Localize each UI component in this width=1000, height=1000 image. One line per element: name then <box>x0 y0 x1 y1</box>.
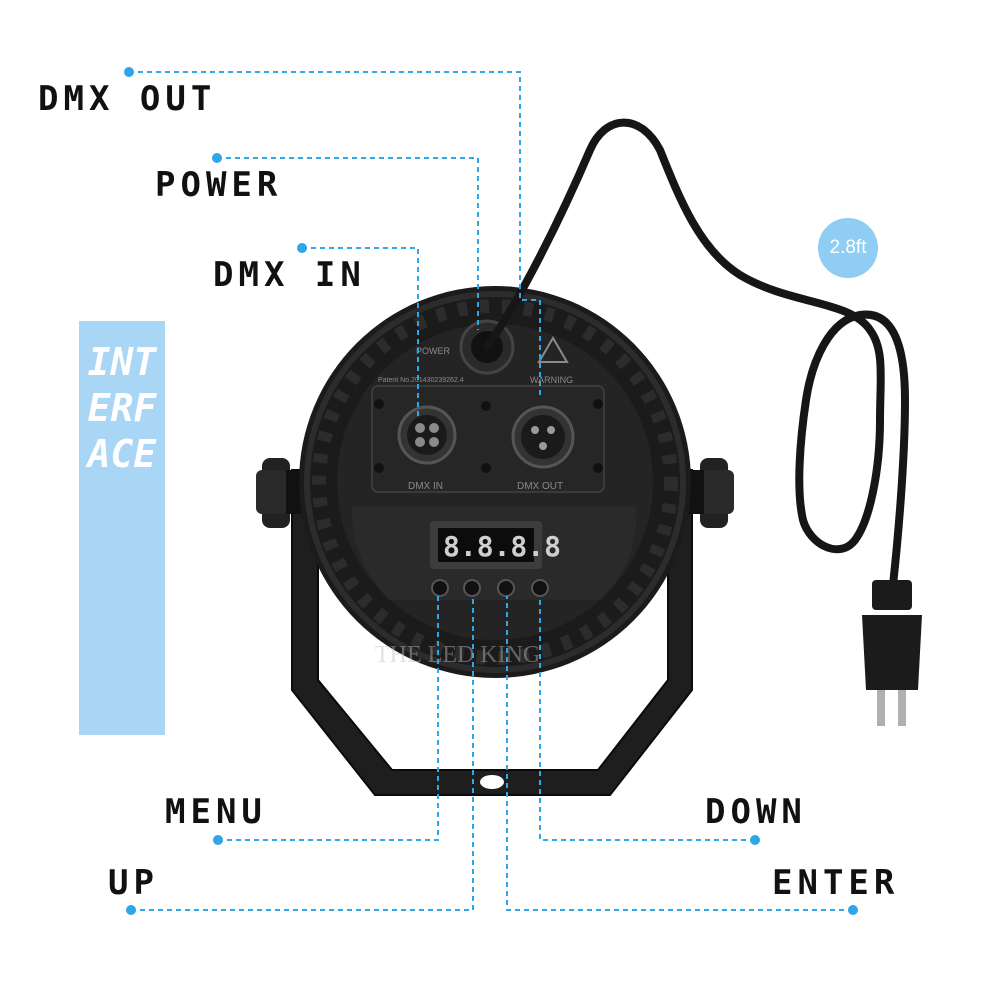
dmx-out-socket: DMX OUT <box>511 405 575 492</box>
label-dmx-in: DMX IN <box>213 255 366 295</box>
up-leader <box>131 596 474 911</box>
left-knob <box>256 458 306 528</box>
leader-dots <box>124 67 858 915</box>
dmx-in-mark: DMX IN <box>408 481 443 492</box>
label-menu: MENU <box>165 792 267 832</box>
enter-key <box>497 579 515 597</box>
warning-mark: WARNING <box>530 375 573 385</box>
dmx-in-leader <box>302 247 419 420</box>
control-panel: 8.8.8.8 THE LED KING <box>351 506 637 668</box>
menu-key <box>431 579 449 597</box>
label-power: POWER <box>155 165 283 205</box>
label-enter: ENTER <box>772 863 900 903</box>
power-plug <box>862 580 922 726</box>
enter-leader <box>506 596 853 911</box>
right-knob <box>684 458 734 528</box>
dmx-out-mark: DMX OUT <box>517 481 563 492</box>
power-leader <box>217 157 479 330</box>
leader-lines <box>129 71 853 911</box>
label-dmx-out: DMX OUT <box>38 79 217 119</box>
interface-banner-text: INTERFACE <box>87 340 157 476</box>
interface-banner: INTERFACE <box>79 321 165 735</box>
watermark: THE LED KING <box>375 642 540 668</box>
power-mark: POWER <box>416 346 451 356</box>
up-key <box>463 579 481 597</box>
down-key <box>531 579 549 597</box>
led-display: 8.8.8.8 <box>443 530 561 563</box>
cable-length-badge: 2.8ft <box>818 218 878 278</box>
label-down: DOWN <box>705 792 807 832</box>
menu-leader <box>218 596 439 841</box>
patent-text: Patent No.201430239262.4 <box>378 377 464 384</box>
power-cable <box>483 118 910 589</box>
label-up: UP <box>108 863 159 903</box>
warning-icon: WARNING <box>530 336 573 385</box>
dmx-in-socket: DMX IN <box>397 405 457 492</box>
